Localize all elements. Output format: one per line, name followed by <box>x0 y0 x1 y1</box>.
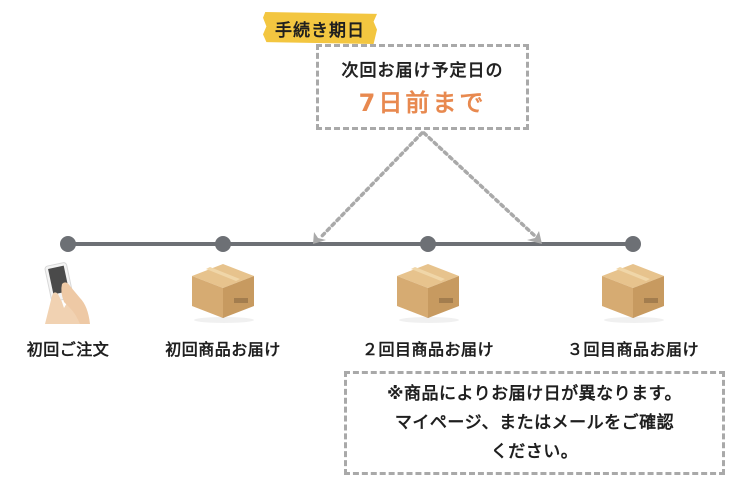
timeline-dot-2 <box>215 236 231 252</box>
deadline-highlight: 7日前まで <box>358 89 487 117</box>
arrowhead-left-icon <box>313 232 326 244</box>
note-line: ※商品によりお届け日が異なります。 <box>387 383 682 404</box>
deadline-arrow-left <box>318 131 424 240</box>
cardboard-box-icon <box>192 264 254 323</box>
cardboard-box-icon <box>397 264 459 323</box>
deadline-tag: 手続き期日 <box>263 12 377 44</box>
step-label-first-order: 初回ご注文 <box>26 340 110 359</box>
step-label-third-delivery: ３回目商品お届け <box>566 340 699 359</box>
deadline-tag-label: 手続き期日 <box>275 20 365 41</box>
deadline-box: 次回お届け予定日の 7日前まで <box>316 44 529 130</box>
timeline-dot-1 <box>60 236 76 252</box>
deadline-text: 次回お届け予定日の <box>341 61 504 81</box>
step-label-first-delivery: 初回商品お届け <box>165 340 281 359</box>
note-line: マイページ、またはメールをご確認 <box>394 412 675 433</box>
timeline-dot-3 <box>420 236 436 252</box>
cardboard-box-icon <box>602 264 664 323</box>
step-label-second-delivery: ２回目商品お届け <box>361 340 494 359</box>
note-line: ください。 <box>490 441 579 462</box>
timeline-dot-4 <box>625 236 641 252</box>
note-box: ※商品によりお届け日が異なります。 マイページ、またはメールをご確認 ください。 <box>344 371 725 475</box>
deadline-arrow-right <box>422 131 537 238</box>
arrowhead-right-icon <box>527 231 542 244</box>
smartphone-hand-icon <box>44 262 90 324</box>
